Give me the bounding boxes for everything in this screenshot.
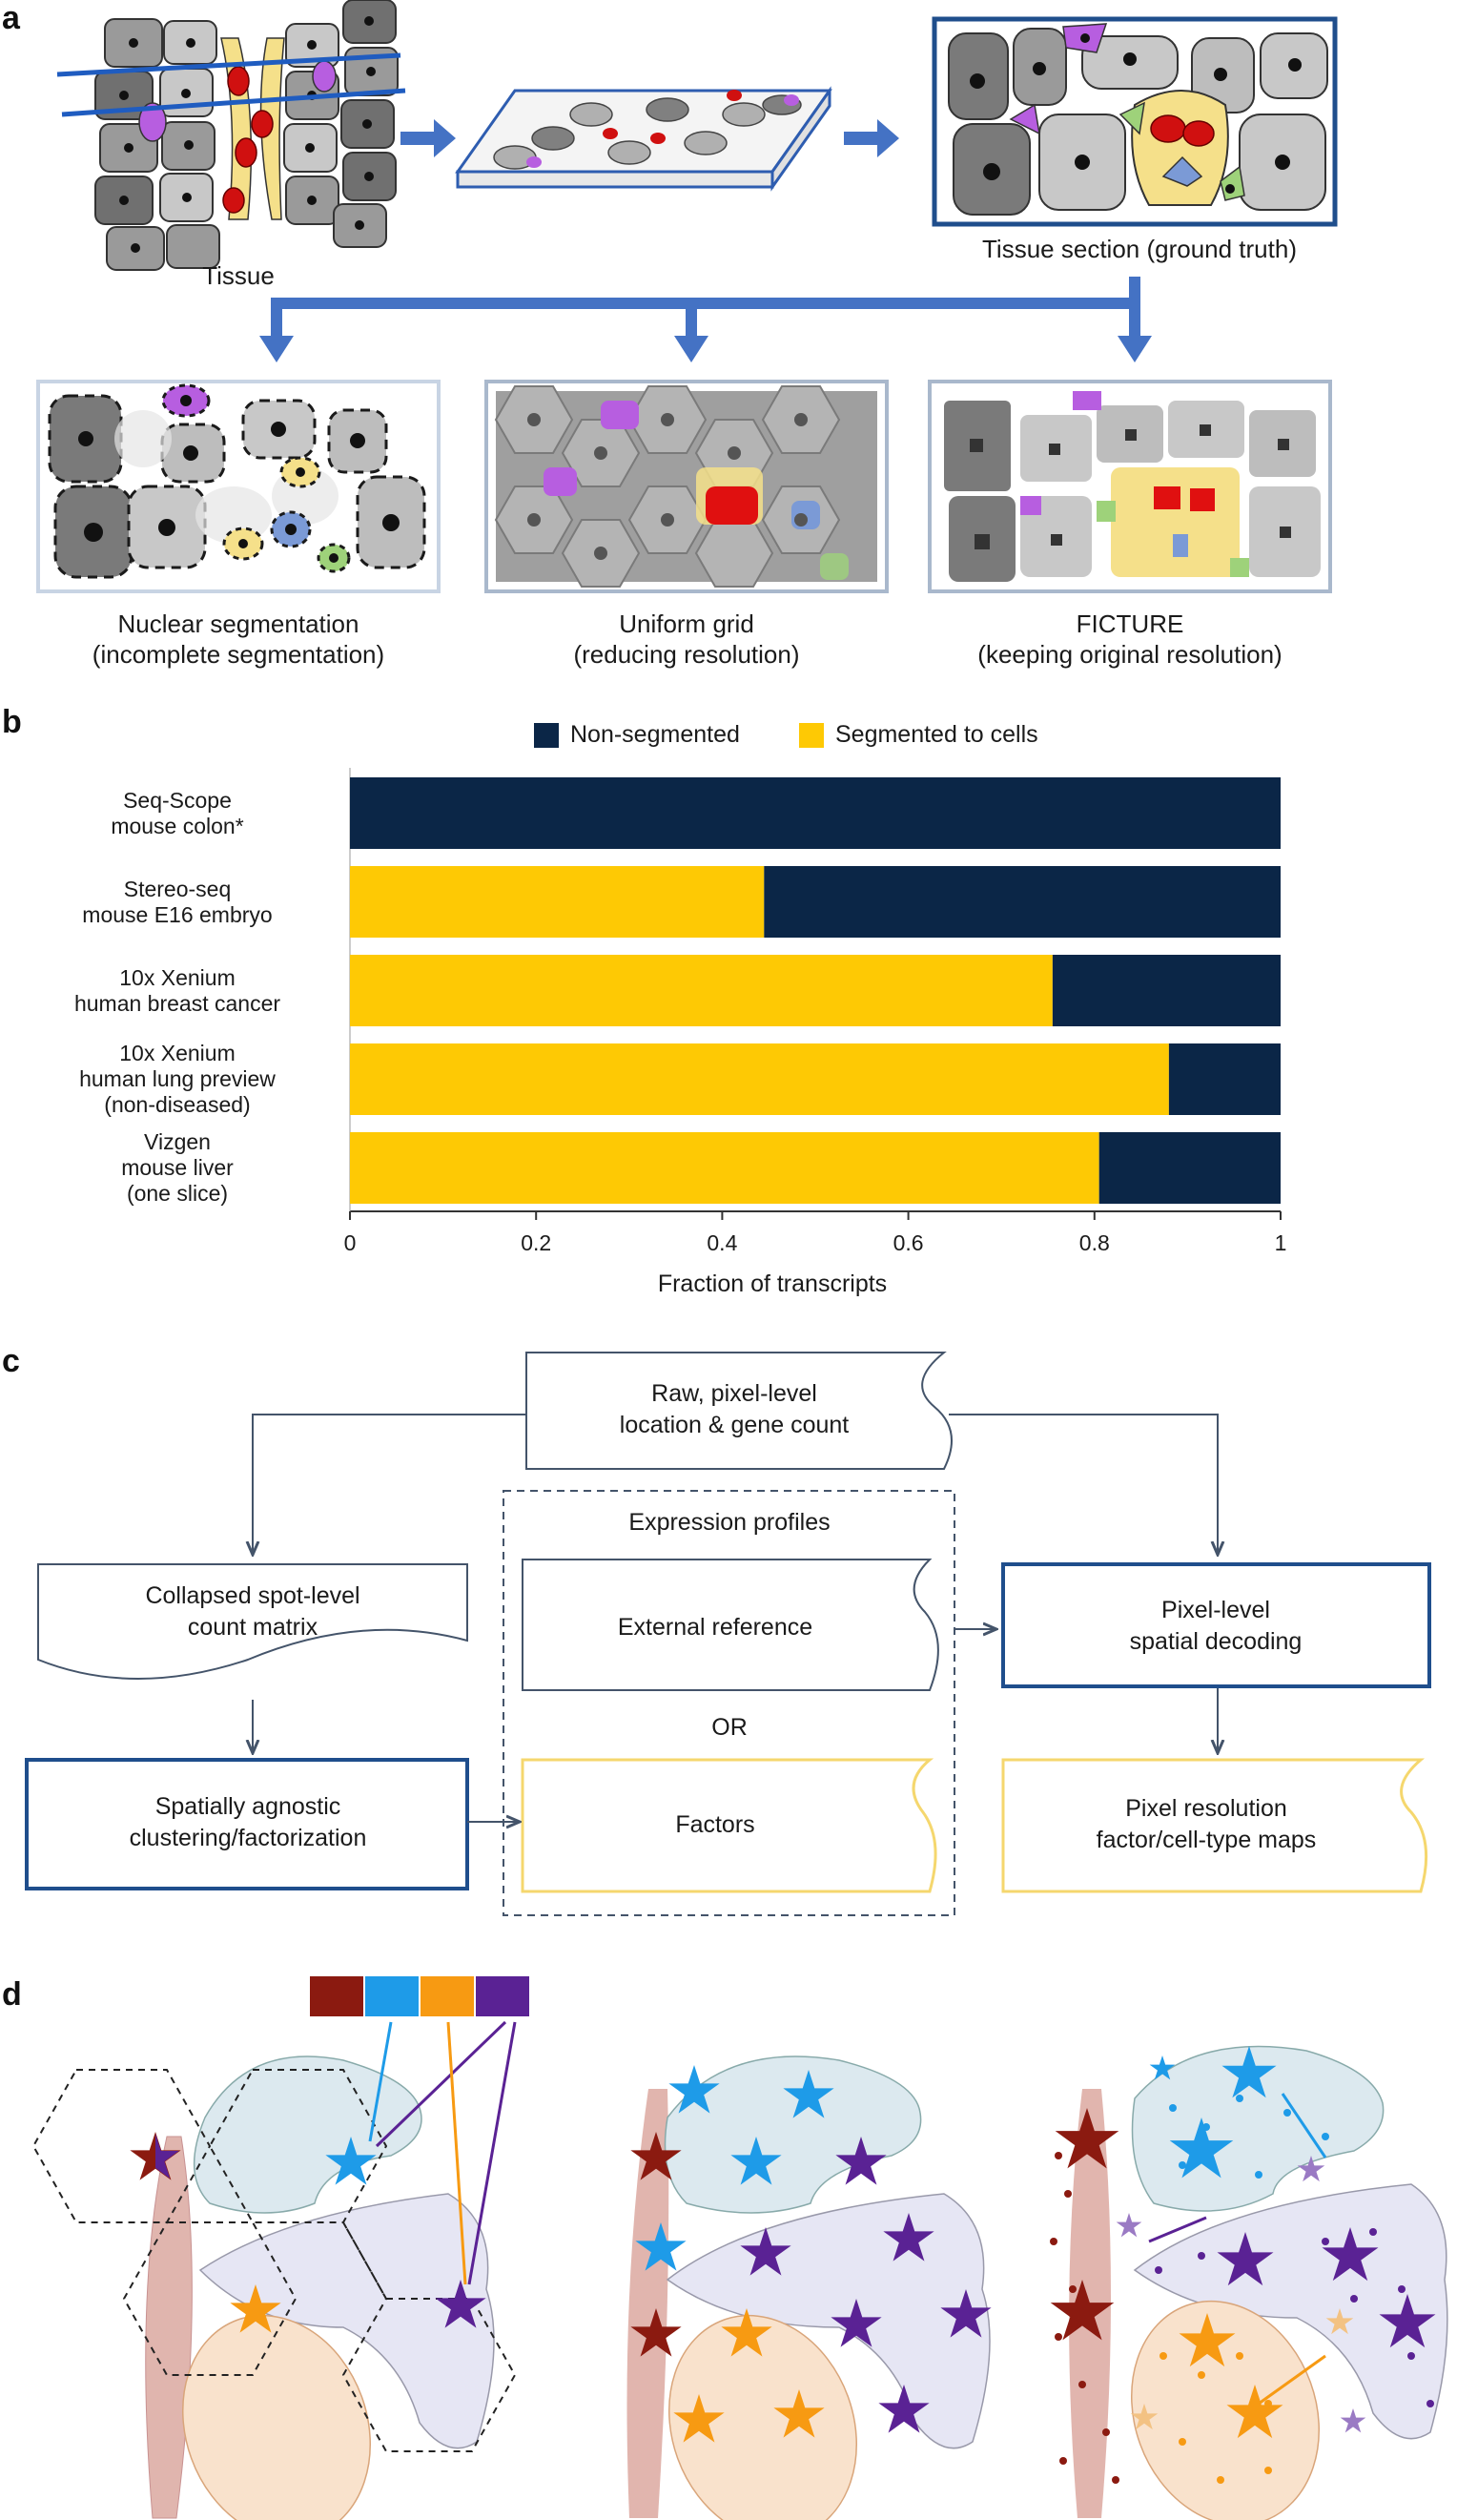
method-1-line2: (incomplete segmentation) — [92, 640, 385, 669]
legend-non-segmented: Non-segmented — [534, 721, 740, 749]
method-2-line1: Uniform grid — [619, 609, 754, 638]
x-tick-label-1: 0.2 — [521, 1230, 552, 1255]
raw-data-text: Raw, pixel-level location & gene count — [534, 1378, 934, 1441]
method-1-line1: Nuclear segmentation — [117, 609, 359, 638]
x-tick-label-4: 0.8 — [1078, 1230, 1110, 1255]
collapsed-matrix-line2: count matrix — [187, 1614, 318, 1641]
legend-swatch-segmented — [799, 722, 824, 748]
expression-profiles-title: Expression profiles — [628, 1509, 831, 1536]
panel-a-label: a — [2, 0, 20, 36]
ground-truth-section — [932, 16, 1338, 227]
factors-text: Factors — [675, 1811, 755, 1838]
category-label-3-line-1: human lung preview — [79, 1066, 276, 1091]
legend-label-segmented: Segmented to cells — [835, 721, 1038, 748]
category-label-0-line-0: Seq-Scope — [123, 787, 232, 813]
legend-swatch-non-segmented — [534, 722, 559, 748]
category-label-0-line-1: mouse colon* — [111, 813, 244, 838]
category-label-3-line-0: 10x Xenium — [119, 1041, 236, 1065]
external-reference-text: External reference — [617, 1614, 813, 1641]
category-label-2-line-1: human breast cancer — [73, 990, 281, 1016]
category-label-3-line-2: (non-diseased) — [104, 1092, 251, 1117]
collapsed-matrix-shape — [37, 1563, 468, 1680]
maps-shape — [1001, 1758, 1428, 1893]
factor-color-key — [310, 1976, 529, 2016]
method-3-label: FICTURE (keeping original resolution) — [920, 609, 1340, 670]
raw-data-shape — [525, 1352, 953, 1470]
collapsed-matrix-text: Collapsed spot-level count matrix — [48, 1580, 458, 1643]
category-label-2-line-0: 10x Xenium — [119, 964, 236, 990]
category-label-4-line-1: mouse liver — [121, 1155, 234, 1180]
panel-d-right — [1050, 2045, 1448, 2520]
category-label-4-line-0: Vizgen — [144, 1129, 211, 1154]
tissue-section-label: Tissue section (ground truth) — [982, 235, 1297, 263]
chart-x-axis-label: Fraction of transcripts — [657, 1270, 888, 1297]
legend-segmented: Segmented to cells — [799, 721, 1038, 749]
category-label-4-line-2: (one slice) — [126, 1181, 229, 1206]
tissue-block — [56, 0, 406, 271]
maps-line2: factor/cell-type maps — [1096, 1827, 1317, 1853]
x-tick-label-2: 0.4 — [707, 1230, 738, 1255]
clustering-line2: clustering/factorization — [129, 1825, 367, 1851]
tissue-label: Tissue — [202, 261, 275, 290]
panel-a-illustration — [36, 0, 1338, 593]
external-reference-shape — [522, 1559, 939, 1691]
method-2-label: Uniform grid (reducing resolution) — [477, 609, 896, 670]
panel-d-label: d — [2, 1976, 22, 2013]
decoding-line1: Pixel-level — [1161, 1597, 1270, 1623]
x-tick-label-3: 0.6 — [893, 1230, 924, 1255]
factors-shape — [521, 1758, 937, 1893]
method-3-line1: FICTURE — [1076, 609, 1184, 638]
method-2-line2: (reducing resolution) — [573, 640, 800, 669]
method-3-line2: (keeping original resolution) — [977, 640, 1283, 669]
ficture-image — [928, 380, 1332, 593]
collapsed-matrix-line1: Collapsed spot-level — [145, 1582, 360, 1609]
expression-profiles-box — [503, 1490, 955, 1916]
raw-data-line2: location & gene count — [619, 1412, 850, 1438]
panel-d-middle — [626, 2055, 992, 2520]
x-tick-label-5: 1 — [1274, 1230, 1287, 1255]
clustering-text: Spatially agnostic clustering/factorizat… — [33, 1791, 462, 1854]
method-1-label: Nuclear segmentation (incomplete segment… — [29, 609, 448, 670]
clustering-line1: Spatially agnostic — [154, 1793, 341, 1820]
maps-line1: Pixel resolution — [1125, 1795, 1287, 1822]
decoding-line2: spatial decoding — [1129, 1628, 1303, 1655]
raw-data-line1: Raw, pixel-level — [651, 1380, 817, 1407]
panel-c-label: c — [2, 1343, 20, 1379]
panel-d-left — [31, 2020, 517, 2520]
nuclear-segmentation-image — [36, 380, 441, 593]
decoding-text: Pixel-level spatial decoding — [1006, 1595, 1426, 1658]
x-tick-label-0: 0 — [343, 1230, 357, 1255]
legend-label-non-segmented: Non-segmented — [570, 721, 740, 748]
clustering-box — [25, 1758, 469, 1890]
decoding-box — [1001, 1562, 1431, 1688]
or-text: OR — [711, 1714, 748, 1741]
category-label-1-line-0: Stereo-seq — [123, 876, 232, 901]
maps-text: Pixel resolution factor/cell-type maps — [1006, 1793, 1406, 1856]
section-slab — [455, 86, 832, 192]
panel-b-label: b — [2, 704, 22, 740]
uniform-grid-image — [484, 380, 889, 593]
category-label-1-line-1: mouse E16 embryo — [82, 901, 273, 927]
